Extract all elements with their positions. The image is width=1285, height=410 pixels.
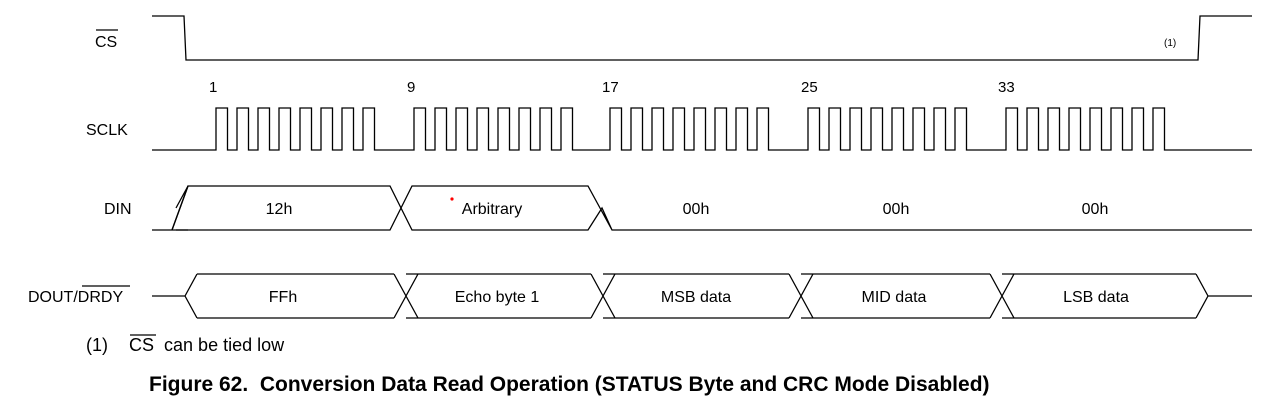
- clock-number: 17: [602, 79, 619, 96]
- dout-byte: MSB data: [661, 289, 731, 306]
- dout-waveform: [152, 273, 1252, 319]
- dout-byte: Echo byte 1: [455, 289, 540, 306]
- footnote: (1) CS can be tied low: [86, 335, 285, 355]
- footnote-text: can be tied low: [164, 335, 285, 355]
- dout-label: DOUT/DRDY: [28, 289, 123, 306]
- clock-number: 33: [998, 79, 1015, 96]
- dout-byte: LSB data: [1063, 289, 1129, 306]
- cs-waveform: [152, 15, 1252, 61]
- dout-byte: MID data: [862, 289, 927, 306]
- marker-dot: [450, 197, 454, 201]
- din-byte: 12h: [266, 201, 293, 218]
- footnote-marker: (1): [86, 335, 108, 355]
- footnote-signal: CS: [129, 335, 154, 355]
- din-label: DIN: [104, 201, 132, 218]
- cs-note-marker: (1): [1164, 38, 1176, 49]
- din-crossing: [171, 185, 189, 231]
- clock-number: 9: [407, 79, 415, 96]
- sclk-label: SCLK: [86, 122, 128, 139]
- dout-byte: FFh: [269, 289, 297, 306]
- figure-caption: Figure 62. Conversion Data Read Operatio…: [149, 373, 990, 396]
- cs-label: CS: [95, 34, 117, 51]
- drdy-label-part: DRDY: [78, 289, 124, 306]
- din-byte: 00h: [683, 201, 710, 218]
- din-byte: Arbitrary: [462, 201, 522, 218]
- dout-label-part: DOUT/: [28, 289, 78, 306]
- sclk-waveform: [152, 107, 1252, 151]
- din-byte: 00h: [883, 201, 910, 218]
- clock-number: 25: [801, 79, 818, 96]
- clock-numbers: 1 9 17 25 33: [209, 79, 1015, 96]
- din-crossing: [175, 185, 189, 209]
- clock-number: 1: [209, 79, 217, 96]
- din-byte: 00h: [1082, 201, 1109, 218]
